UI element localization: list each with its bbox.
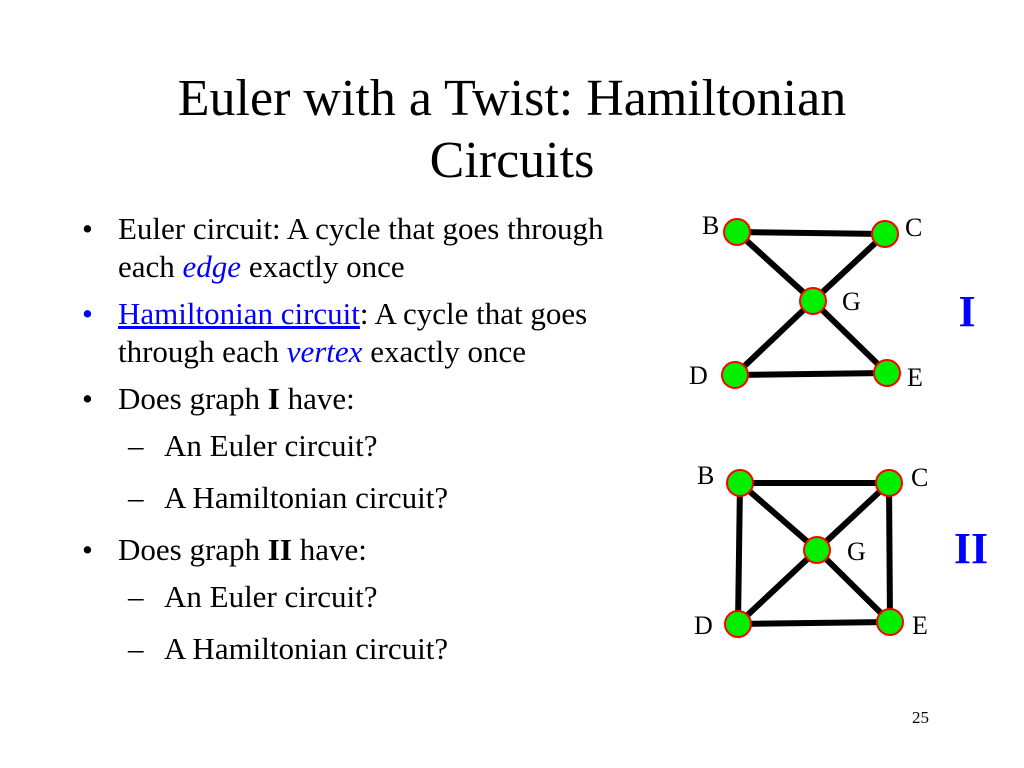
bullet-text: exactly once: [362, 334, 526, 369]
bullet-text: have:: [279, 381, 355, 416]
graph-i-node-c: [871, 220, 899, 248]
sub-bullet: – An Euler circuit?: [82, 578, 652, 616]
graph-i-edge-b-c: [736, 229, 886, 237]
graph-i-edge-g-d: [732, 298, 816, 378]
graph-ii-edge-c-e: [886, 482, 893, 623]
graph-ii-edges: [735, 480, 893, 627]
graph-ii-node-g: [803, 536, 831, 564]
page-number: 25: [912, 708, 929, 727]
graph-ii-node-label-d: D: [694, 611, 713, 640]
graph-i-node-label-d: D: [689, 361, 708, 390]
sub-bullet-text: A Hamiltonian circuit?: [164, 480, 449, 515]
graph-ii-label: II: [954, 524, 988, 573]
bullet-text: Does graph: [118, 381, 268, 416]
bullet-text: Does graph: [118, 532, 268, 567]
graph-ii-node-d: [724, 610, 752, 638]
emphasis-edge: edge: [182, 249, 242, 284]
graph-i-edge-b-g: [734, 229, 816, 304]
sub-bullet-marker: –: [128, 480, 144, 515]
bullet-marker: •: [82, 296, 93, 331]
graph-i-edge-c-g: [810, 231, 888, 304]
bullet-text: exactly once: [241, 249, 405, 284]
bullet-marker: •: [82, 532, 93, 567]
sub-bullet-text: An Euler circuit?: [164, 579, 378, 614]
sub-bullet: – An Euler circuit?: [82, 427, 652, 465]
graph-ii-edge-g-e: [814, 547, 893, 625]
graph-ii-edge-g-d: [735, 547, 820, 627]
sub-bullet-text: An Euler circuit?: [164, 428, 378, 463]
bullet-text: have:: [291, 532, 367, 567]
graph-ii-node-label-c: C: [911, 463, 928, 492]
sub-bullet: – A Hamiltonian circuit?: [82, 479, 652, 517]
bullet-marker: •: [82, 211, 93, 246]
bullet-hamiltonian-definition: • Hamiltonian circuit: A cycle that goes…: [82, 295, 652, 371]
bullet-text: Euler circuit: A cycle that goes through…: [118, 211, 604, 284]
bullet-euler-definition: • Euler circuit: A cycle that goes throu…: [82, 210, 652, 286]
graph-i: B C G D E I: [689, 211, 976, 392]
graph-i-node-d: [721, 361, 749, 389]
bullet-graph-ii-question: • Does graph II have:: [82, 531, 652, 569]
graph-i-node-g: [799, 287, 827, 315]
graph-ii-edge-c-g: [814, 480, 892, 553]
graph-ii: B C G D E II: [694, 461, 988, 640]
slide-title-line2: Circuits: [429, 132, 595, 189]
bullet-text: : A cycle that goes through each: [118, 296, 588, 369]
bullet-marker: •: [82, 381, 93, 416]
graph-ii-edge-b-g: [738, 480, 819, 553]
graph-i-node-label-c: C: [905, 213, 922, 242]
graph-ii-node-b: [726, 469, 754, 497]
sub-bullet-marker: –: [128, 631, 144, 666]
graph-i-node-label-e: E: [907, 363, 923, 392]
graph-i-node-label-b: B: [702, 211, 719, 240]
graph-i-node-b: [723, 218, 751, 246]
graph-ii-node-label-b: B: [697, 461, 714, 490]
graph-i-nodes: [721, 218, 901, 389]
slide-title-line1: Euler with a Twist: Hamiltonian: [177, 70, 847, 127]
graph-i-label: I: [958, 287, 975, 336]
graph-ii-node-label-e: E: [912, 611, 928, 640]
graph-ii-edge-b-d: [735, 482, 743, 625]
graph-ii-edge-d-e: [737, 619, 891, 627]
graph-i-node-label-g: G: [842, 287, 861, 316]
graph-i-node-e: [873, 359, 901, 387]
graph-i-edge-d-e: [734, 370, 888, 378]
sub-bullet-text: A Hamiltonian circuit?: [164, 631, 449, 666]
hamiltonian-circuit-link[interactable]: Hamiltonian circuit: [118, 296, 360, 331]
sub-bullet-marker: –: [128, 579, 144, 614]
sub-bullet: – A Hamiltonian circuit?: [82, 630, 652, 668]
graph-i-edges: [732, 229, 890, 378]
graph-i-edge-g-e: [810, 298, 890, 376]
graph-ii-node-label-g: G: [847, 537, 866, 566]
emphasis-vertex: vertex: [286, 334, 363, 369]
graph-ii-node-e: [876, 608, 904, 636]
graph-ii-nodes: [724, 469, 904, 638]
sub-bullet-marker: –: [128, 428, 144, 463]
bullet-graph-i-question: • Does graph I have:: [82, 380, 652, 418]
graph-ii-node-c: [875, 469, 903, 497]
graph-ii-ref: II: [267, 532, 292, 567]
bullet-list: • Euler circuit: A cycle that goes throu…: [82, 210, 652, 682]
graph-i-ref: I: [267, 381, 280, 416]
slide-title: Euler with a Twist: Hamiltonian Circuits: [0, 68, 1024, 192]
